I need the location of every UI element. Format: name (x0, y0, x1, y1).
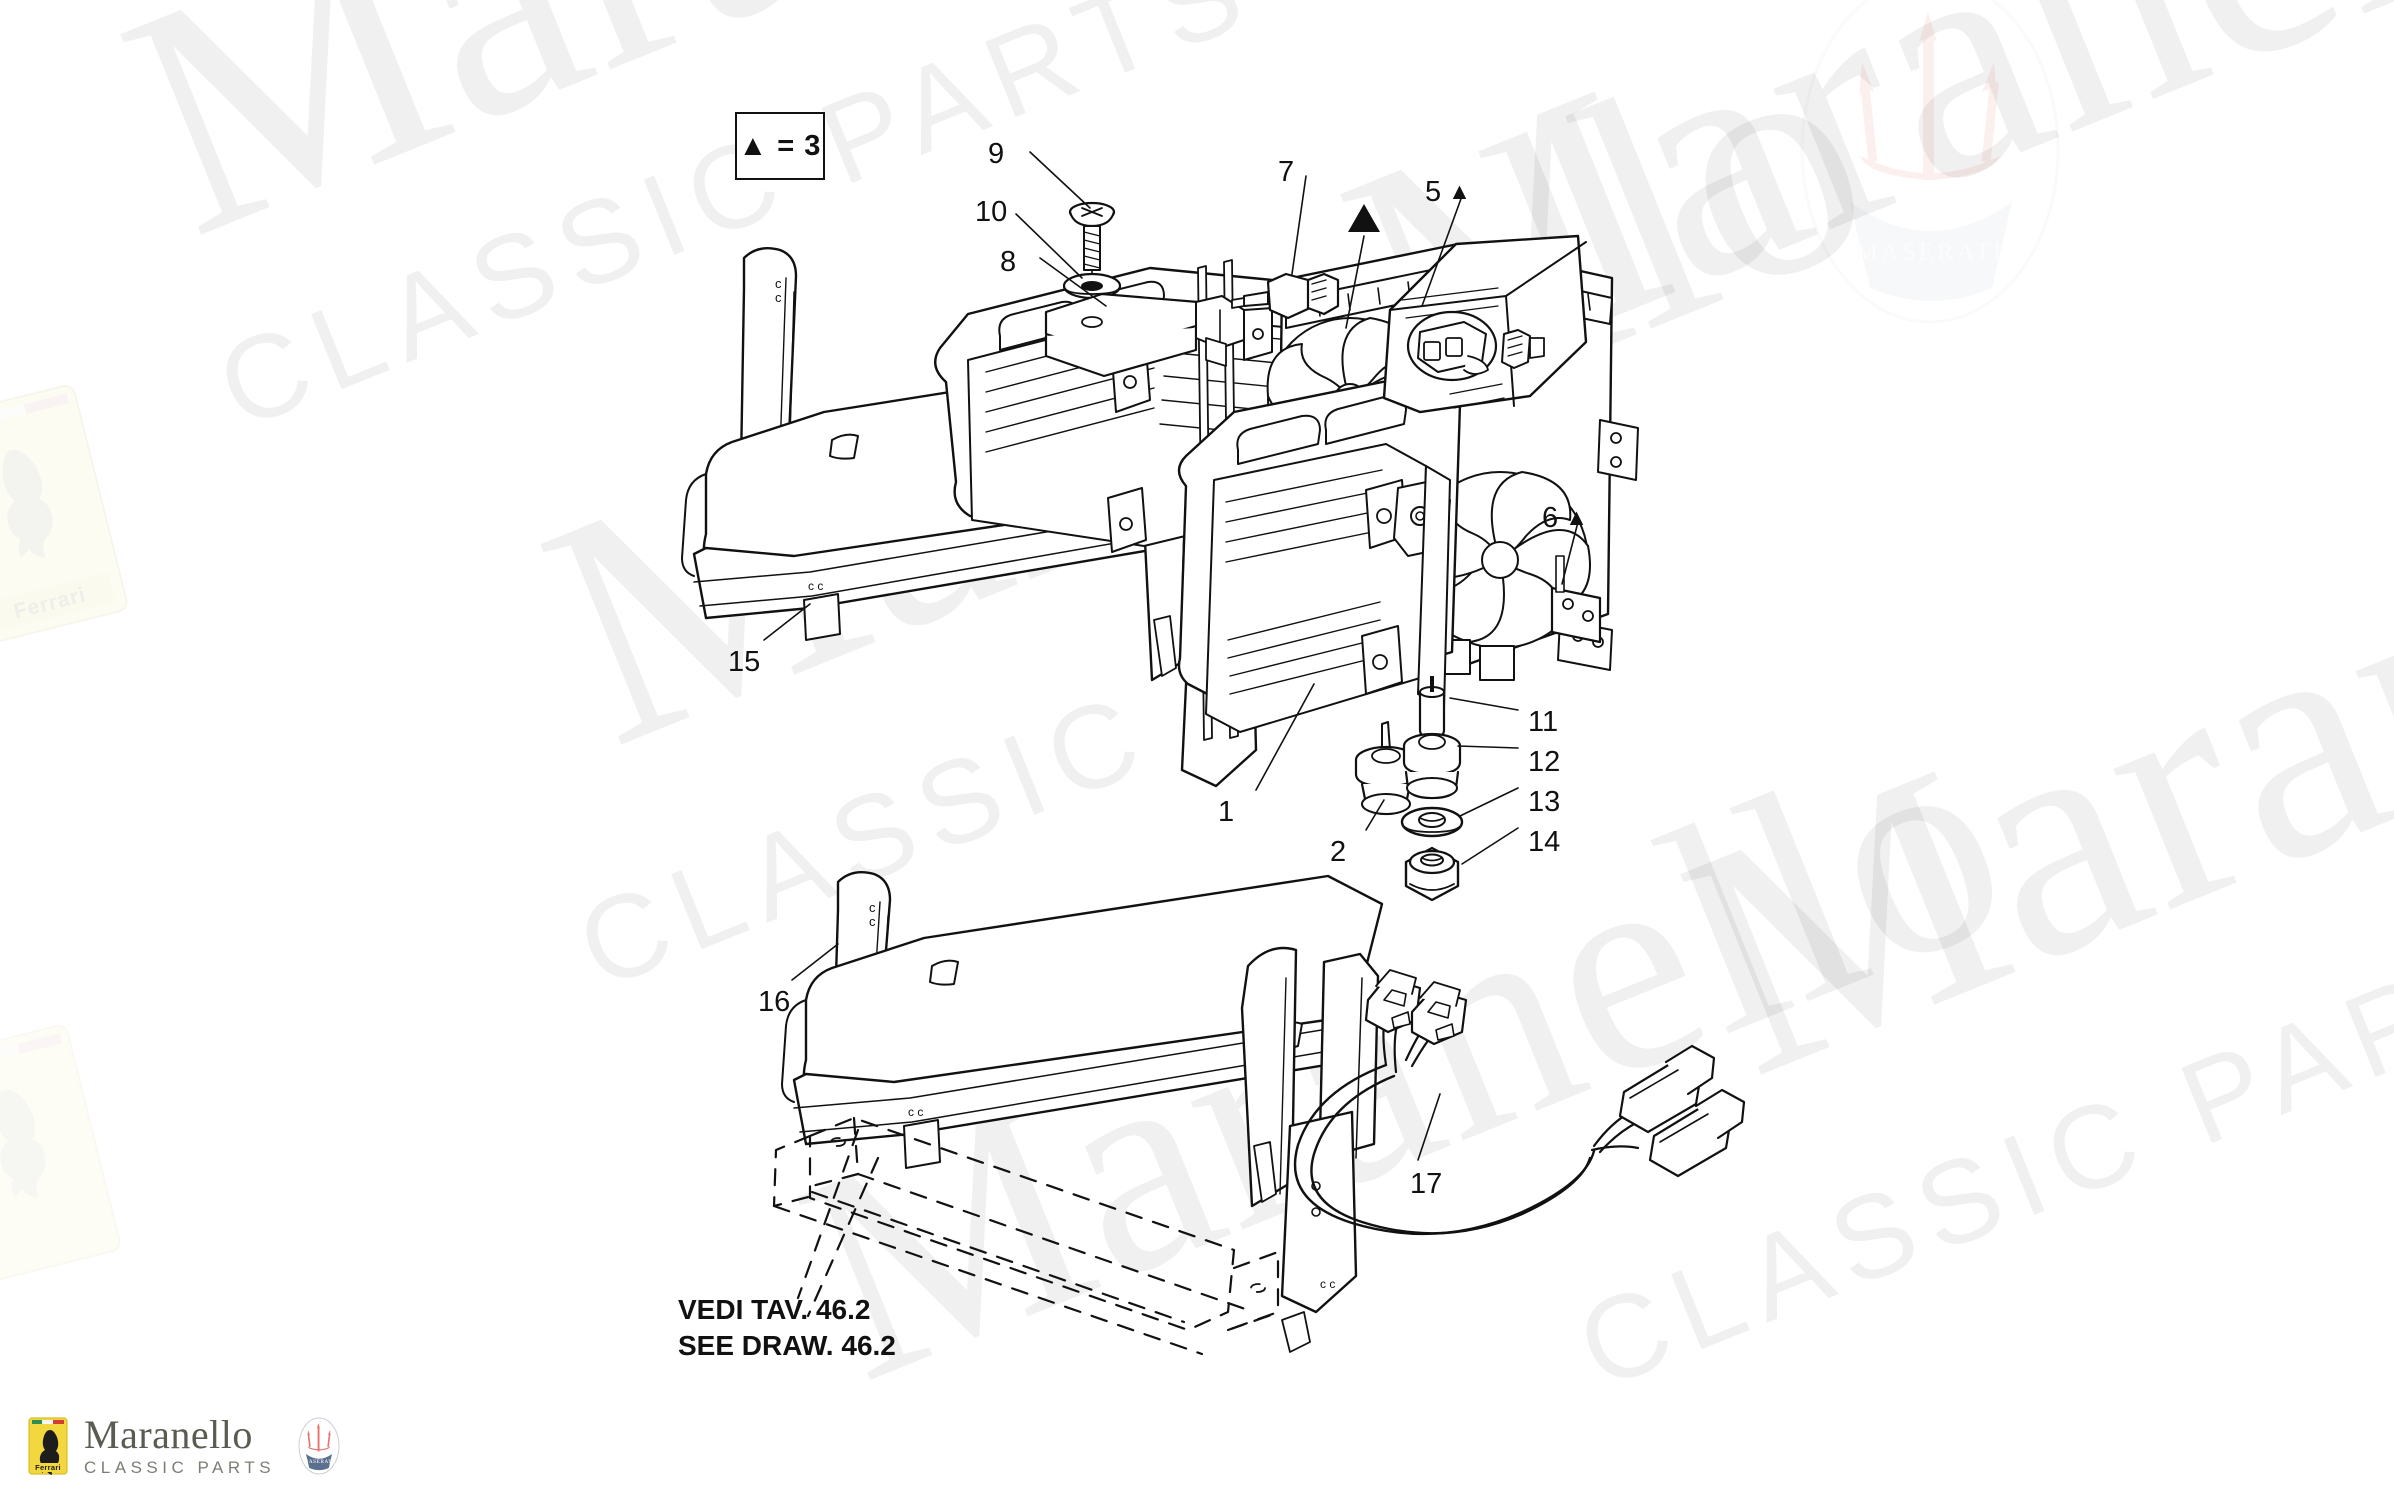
screw-part (1068, 201, 1116, 337)
svg-text:c c: c c (908, 1105, 923, 1119)
reference-note-english: SEE DRAW. 46.2 (678, 1329, 896, 1361)
lower-mount-bushing-part (1354, 745, 1418, 816)
svg-text:Ferrari: Ferrari (35, 1463, 61, 1472)
svg-text:c c: c c (1320, 1277, 1335, 1291)
callout-12: 12 (1528, 746, 1561, 778)
brand-tagline: CLASSIC PARTS (84, 1458, 276, 1477)
ferrari-shield-icon: Ferrari (28, 1416, 68, 1475)
hardware-stack-part (1400, 676, 1464, 902)
legend-text: ▲ = 3 (738, 129, 822, 162)
reference-note-italian: VEDI TAV. 46.2 (678, 1294, 871, 1325)
brand-wordmark: Maranello CLASSIC PARTS (84, 1412, 276, 1477)
fan-wiring-harness-part (1293, 969, 1746, 1236)
callout-5: 5 (1425, 178, 1471, 207)
svg-text:c: c (869, 914, 876, 929)
svg-text:c c: c c (808, 579, 823, 593)
callout-9: 9 (988, 138, 1005, 170)
callout-15: 15 (728, 646, 761, 678)
callout-16: 16 (758, 986, 791, 1018)
svg-text:MASERATI: MASERATI (304, 1459, 335, 1465)
brand-footer[interactable]: Ferrari Maranello CLASSIC PARTS MASERATI (28, 1415, 341, 1476)
crossmember-reference-outline (772, 1116, 1282, 1356)
callout-17: 17 (1410, 1168, 1443, 1200)
drain-plug-part (1231, 272, 1340, 320)
svg-text:c: c (775, 290, 782, 305)
maserati-trident-icon: MASERATI (298, 1417, 340, 1474)
callout-10: 10 (975, 196, 1008, 228)
mounting-bracket-part (1044, 292, 1273, 378)
callout-14: 14 (1528, 826, 1561, 858)
crossmember-holes (830, 1137, 1266, 1293)
lower-air-deflector-part: c c c c (781, 871, 1384, 1353)
callout-7: 7 (1278, 156, 1295, 188)
svg-text:c: c (869, 900, 876, 915)
leader-lines (763, 151, 1579, 1161)
callout-2: 2 (1330, 836, 1347, 868)
symbol-legend-box: ▲ = 3 (735, 112, 825, 180)
drawing-reference-note: VEDI TAV. 46.2 SEE DRAW. 46.2 (678, 1292, 896, 1364)
callout-8: 8 (1000, 246, 1017, 278)
brand-name: Maranello (84, 1412, 253, 1457)
svg-text:c: c (775, 276, 782, 291)
callout-1: 1 (1218, 796, 1235, 828)
callout-11: 11 (1528, 706, 1559, 738)
radiator-part (1177, 374, 1462, 753)
triangle-marker-7 (1345, 204, 1380, 329)
callout-13: 13 (1528, 786, 1561, 818)
callout-6: 6 (1542, 504, 1588, 533)
thermal-switch-part (1382, 234, 1588, 414)
